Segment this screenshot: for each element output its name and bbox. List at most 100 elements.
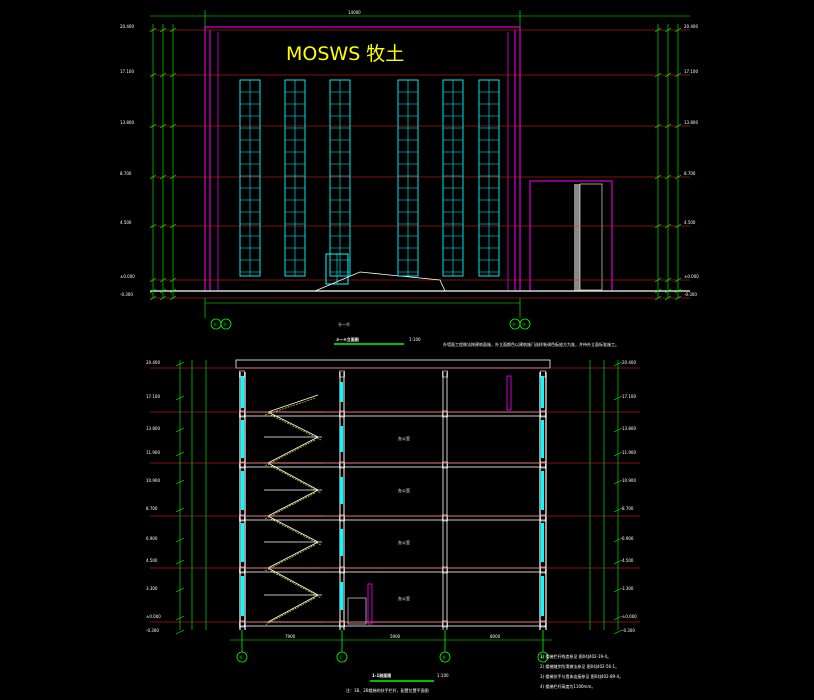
- elevation-level-label: 4.500: [120, 220, 132, 225]
- dimension-tick: [654, 27, 662, 33]
- dimension-tick: [175, 629, 185, 635]
- dimension-tick: [175, 479, 185, 485]
- dimension-tick: [149, 295, 157, 301]
- stair-flight: [267, 515, 319, 543]
- section-level-label: ±0.000: [622, 614, 637, 619]
- dimension-tick: [169, 27, 177, 33]
- section-level-label: 4.500: [146, 558, 158, 563]
- dimension-tick: [175, 587, 185, 593]
- dimension-tick: [674, 295, 682, 301]
- room-label: 办公室: [398, 435, 410, 441]
- dimension-tick: [169, 288, 177, 294]
- dimension-tick: [169, 72, 177, 78]
- elevation-outline: [204, 26, 521, 292]
- dimension-tick: [149, 288, 157, 294]
- dimension-tick: [175, 361, 185, 367]
- elevation-view: MOSWS 牧土 20.40017.10013.8008.7004.500±0.…: [120, 10, 699, 347]
- elevation-note: 外墙面工程做法按建筑面施，外立面颜色以建筑施门选样装调色板放方为准，并待外立面标…: [443, 341, 619, 347]
- section-level-label: 6.900: [146, 536, 158, 541]
- column-marker: [540, 410, 546, 418]
- dimension-tick: [664, 72, 672, 78]
- section-level-label: 11.900: [622, 450, 636, 455]
- elevation-axis-bubbles: Ⓐ Ⓓ Ⓓ Ⓐ: [210, 318, 531, 330]
- dimension-tick: [664, 288, 672, 294]
- elevation-dimension-chains: [149, 24, 682, 301]
- dimension-tick: [613, 395, 623, 401]
- section-window: [340, 426, 343, 452]
- dimension-tick: [654, 295, 662, 301]
- section-level-label: 3.300: [146, 586, 158, 591]
- section-window: [241, 376, 244, 408]
- note-4: 4) 楼梯栏杆高度为1100mm。: [540, 683, 595, 689]
- elevation-span-label: 14000: [348, 10, 361, 15]
- stair-handrail: [270, 414, 322, 441]
- dimension-tick: [654, 174, 662, 180]
- column-marker: [442, 410, 448, 418]
- note-3: 3) 楼梯扶手与墙体连接参见 图04J402-89-4。: [540, 673, 623, 679]
- section-window: [241, 420, 244, 458]
- elevation-annex: [529, 180, 613, 292]
- section-level-label: 20.400: [622, 360, 636, 365]
- stair-flight: [267, 594, 319, 623]
- section-window: [340, 582, 343, 610]
- column-marker: [339, 514, 345, 522]
- section-level-label: 10.900: [146, 478, 160, 483]
- room-label: 办公室: [398, 539, 410, 545]
- section-level-label: 4.500: [622, 558, 634, 563]
- section-level-label: 17.100: [146, 394, 160, 399]
- dimension-tick: [613, 479, 623, 485]
- column-marker: [540, 620, 546, 628]
- elevation-level-label: 17.100: [684, 69, 698, 74]
- stair-flight: [267, 394, 319, 413]
- dimension-tick: [175, 451, 185, 457]
- section-level-label: 3.300: [622, 586, 634, 591]
- dimension-tick: [159, 288, 167, 294]
- dimension-tick: [613, 629, 623, 635]
- section-axis-d: Ⓓ: [239, 654, 243, 660]
- section-window: [541, 471, 544, 510]
- section-notes: 1) 楼梯栏杆构造参见 图04J402-19-4。 2) 楼梯踏步防滑做法参见 …: [540, 653, 623, 689]
- section-level-label: 20.400: [146, 360, 160, 365]
- elevation-level-label: 13.800: [120, 120, 134, 125]
- dimension-tick: [169, 277, 177, 283]
- section-level-label: ±0.000: [146, 614, 161, 619]
- floor-slab: [239, 462, 547, 468]
- stair-handrail: [264, 492, 316, 520]
- dimension-tick: [149, 72, 157, 78]
- section-window: [241, 576, 244, 616]
- elevation-windows: [239, 79, 500, 277]
- dimension-tick: [654, 123, 662, 129]
- section-dimension-chains: [175, 360, 623, 635]
- stair-handrail: [270, 570, 322, 599]
- dimension-tick: [674, 288, 682, 294]
- floor-slab: [239, 411, 547, 417]
- dimension-tick: [613, 537, 623, 543]
- dimension-tick: [175, 395, 185, 401]
- section-level-label: 17.100: [622, 394, 636, 399]
- stair-flight: [267, 567, 319, 596]
- section-level-label: 8.700: [622, 506, 634, 511]
- section-axis-b: Ⓑ: [442, 654, 446, 660]
- section-window: [241, 523, 244, 562]
- section-bottom-dim-2: 5900: [390, 634, 401, 639]
- dimension-tick: [175, 537, 185, 543]
- dimension-tick: [654, 72, 662, 78]
- dimension-tick: [149, 174, 157, 180]
- section-axis-c: Ⓒ: [339, 654, 343, 660]
- column-marker: [339, 410, 345, 418]
- stair-handrail: [270, 465, 322, 494]
- section-levels-right: 20.40017.10013.80011.90010.9008.7006.900…: [622, 360, 637, 633]
- dimension-tick: [613, 587, 623, 593]
- dimension-tick: [175, 427, 185, 433]
- section-level-label: -0.300: [622, 628, 635, 633]
- column-marker: [540, 566, 546, 574]
- brand-sign: MOSWS 牧土: [286, 43, 404, 65]
- axis-label-d-left: Ⓓ: [223, 321, 227, 327]
- column-marker: [442, 514, 448, 522]
- section-window: [241, 471, 244, 510]
- axis-label-a-left: Ⓐ: [213, 321, 217, 327]
- dimension-tick: [159, 123, 167, 129]
- column-marker: [339, 461, 345, 469]
